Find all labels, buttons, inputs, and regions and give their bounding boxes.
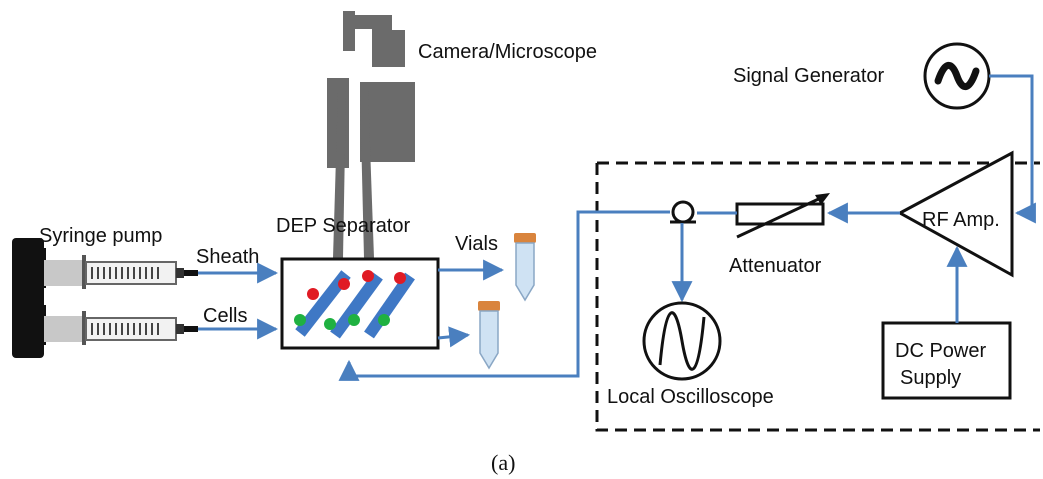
vials-label: Vials [455, 233, 498, 255]
figure-caption: (a) [491, 450, 515, 475]
dc-power-label-line2: Supply [900, 367, 961, 389]
syringe-bottom [44, 311, 198, 345]
rf-amplifier-triangle [896, 150, 1014, 278]
instrument-enclosure-dashed [595, 161, 1040, 432]
signal-generator-to-rf-amp-wire [989, 74, 1036, 224]
local-oscilloscope-label: Local Oscilloscope [607, 386, 774, 408]
attenuator-box [735, 202, 825, 226]
sine-wave-icon [934, 61, 980, 91]
dep-separator-label: DEP Separator [276, 215, 410, 237]
sheath-label: Sheath [196, 246, 259, 268]
cells-label: Cells [203, 305, 247, 327]
signal-generator-label: Signal Generator [733, 65, 885, 87]
attenuator-arrow-head [815, 193, 830, 205]
dc-power-label-line1: DC Power [895, 340, 986, 362]
pump-clamp-bottom [28, 305, 46, 345]
pump-clamp-top [28, 248, 46, 288]
vial-bottom [478, 301, 500, 370]
vial-top [514, 233, 536, 302]
coupler-to-dep-return-wire [338, 210, 670, 381]
outlet-bottom-wire [437, 326, 471, 348]
rf-amp-label: RF Amp. [922, 209, 1000, 231]
sine-wave-icon [658, 311, 706, 371]
directional-coupler-icon [670, 200, 696, 224]
camera-microscope-icon [327, 11, 415, 258]
syringe-pump-label: Syringe pump [39, 225, 162, 247]
dc-power-supply-box [881, 321, 1012, 400]
attenuator-label: Attenuator [729, 255, 822, 277]
red-particles [307, 270, 406, 300]
green-particles [294, 314, 390, 330]
syringe-top [44, 255, 198, 289]
camera-microscope-label: Camera/Microscope [418, 41, 597, 63]
attenuator-variable-arrow [736, 194, 826, 239]
